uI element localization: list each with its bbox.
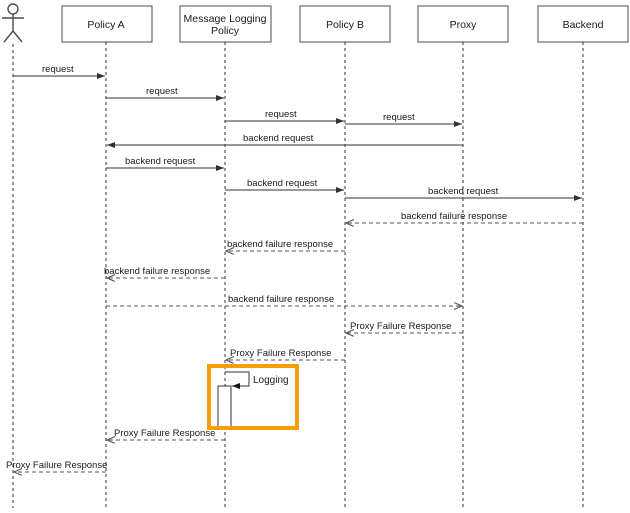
message-label: backend request: [428, 186, 499, 197]
message-label: backend request: [125, 156, 196, 167]
participant-label: Policy B: [326, 19, 364, 31]
participant-header-proxy[interactable]: Proxy: [417, 5, 509, 43]
message-13: Proxy Failure Response: [226, 348, 345, 360]
message-2: request: [225, 109, 344, 124]
message-label: backend failure response: [228, 294, 334, 305]
message-8: backend failure response: [346, 211, 583, 223]
logging-highlight[interactable]: [207, 364, 299, 430]
message-label: backend failure response: [227, 239, 333, 250]
participant-box: [417, 5, 509, 43]
self-call-label: Logging: [253, 375, 289, 386]
participant-box: [179, 5, 272, 43]
participant-header-backend[interactable]: Backend: [537, 5, 629, 43]
message-label: backend request: [247, 178, 318, 189]
logging-highlight-box[interactable]: [207, 364, 299, 430]
message-6: backend request: [225, 178, 344, 193]
participant-box: [61, 5, 153, 43]
actor-figure: [2, 3, 24, 43]
message-3: request: [345, 112, 462, 127]
message-10: backend failure response: [104, 266, 225, 278]
message-14: Proxy Failure Response: [107, 428, 225, 440]
message-0: request: [13, 64, 105, 79]
message-label: Proxy Failure Response: [114, 428, 215, 439]
actor-head-icon: [7, 3, 19, 15]
message-12: Proxy Failure Response: [346, 321, 463, 333]
participant-label: Proxy: [450, 19, 478, 31]
message-label: backend request: [243, 133, 314, 144]
actor-leg-right: [12, 30, 23, 43]
activation-bar: [217, 385, 232, 428]
message-label: request: [265, 109, 297, 120]
participant-label: Backend: [563, 19, 604, 31]
participant-box: [537, 5, 629, 43]
message-7: backend request: [345, 186, 582, 201]
message-label: backend failure response: [104, 266, 210, 277]
message-4: backend request: [107, 133, 463, 148]
message-label: Proxy Failure Response: [6, 460, 107, 471]
messages: request request request request backend requ…: [6, 64, 583, 472]
lifelines: [12, 42, 584, 508]
message-label: request: [146, 86, 178, 97]
participant-label: Policy A: [87, 19, 124, 31]
participant-header-policya[interactable]: Policy A: [61, 5, 153, 43]
message-9: backend failure response: [226, 239, 345, 251]
message-label: Proxy Failure Response: [230, 348, 331, 359]
message-11: backend failure response: [106, 294, 462, 306]
self-call-logging: Logging: [217, 371, 289, 428]
self-call-arrow: [225, 371, 250, 389]
message-label: request: [42, 64, 74, 75]
participant-box: [299, 5, 391, 43]
message-label: request: [383, 112, 415, 123]
message-5: backend request: [106, 156, 224, 171]
message-15: Proxy Failure Response: [6, 460, 107, 472]
actor-leg-left: [3, 30, 14, 43]
message-label: backend failure response: [401, 211, 507, 222]
participant-header-policyb[interactable]: Policy B: [299, 5, 391, 43]
participant-label: Message Logging: [184, 13, 267, 25]
message-label: Proxy Failure Response: [350, 321, 451, 332]
message-1: request: [106, 86, 224, 101]
participant-label: Policy: [211, 25, 240, 37]
